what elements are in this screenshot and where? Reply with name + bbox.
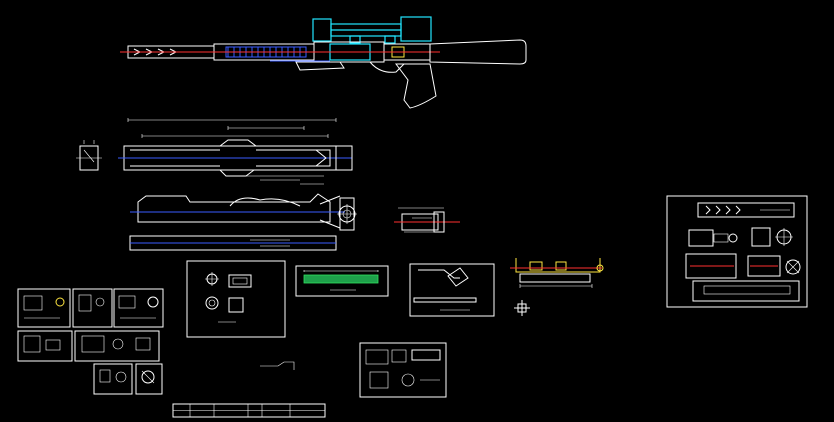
sheet-small-part-3[interactable] bbox=[113, 288, 164, 328]
loose-sketch bbox=[260, 361, 295, 370]
stock bbox=[429, 39, 527, 65]
sheet-small-part-7[interactable] bbox=[135, 363, 163, 395]
sheet-linkage-part[interactable] bbox=[409, 263, 495, 317]
sheet-small-part-4[interactable] bbox=[17, 330, 73, 362]
sheet-cylinder-details[interactable] bbox=[666, 195, 808, 308]
sheet-small-part-6[interactable] bbox=[93, 363, 133, 395]
sheet-barrel-part[interactable] bbox=[295, 265, 389, 297]
scope bbox=[312, 16, 432, 44]
sheet-valve-assembly[interactable] bbox=[359, 342, 447, 398]
sheet-trigger-parts[interactable] bbox=[186, 260, 286, 338]
receiver-side-view bbox=[118, 118, 353, 185]
valve-part-view bbox=[394, 207, 460, 233]
pistol-grip bbox=[395, 63, 437, 109]
trigger-guard bbox=[369, 61, 405, 73]
sheet-small-part-2[interactable] bbox=[72, 288, 113, 328]
sheet-small-part-1[interactable] bbox=[17, 288, 71, 328]
barrel bbox=[120, 41, 440, 63]
title-block[interactable] bbox=[172, 403, 326, 418]
small-symbol bbox=[514, 300, 530, 316]
end-view-small bbox=[76, 140, 102, 171]
sheet-small-part-5[interactable] bbox=[74, 330, 160, 362]
breech-view bbox=[129, 193, 357, 251]
fore-grip bbox=[295, 61, 345, 71]
cylinder-part-view bbox=[510, 258, 604, 288]
rifle-assembly-view bbox=[120, 16, 527, 109]
